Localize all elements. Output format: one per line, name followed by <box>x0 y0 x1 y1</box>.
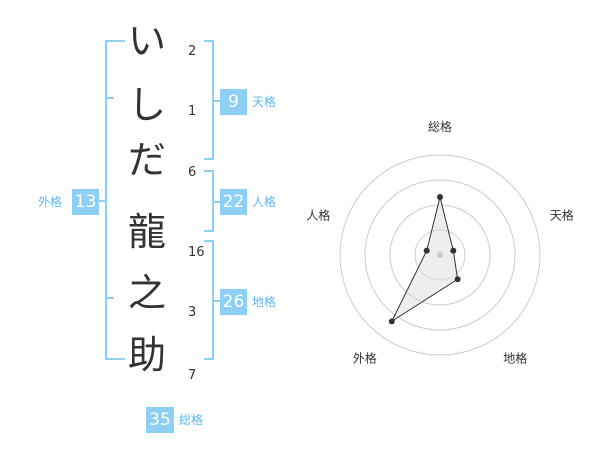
radar-point <box>423 247 430 254</box>
soukaku-badge: 35 <box>146 407 174 433</box>
jinkaku-badge: 22 <box>220 189 247 215</box>
chikaku-badge: 26 <box>220 289 247 315</box>
chikaku-label: 地格 <box>252 295 277 309</box>
tenkaku-label: 天格 <box>252 95 277 109</box>
name-char: し <box>127 83 166 127</box>
soukaku-label: 総格 <box>179 413 204 427</box>
radar-chart: 総格 天格 地格 外格 人格 <box>306 119 574 366</box>
stroke-count: 7 <box>188 368 197 383</box>
stroke-count: 1 <box>188 104 197 119</box>
radar-point <box>454 276 461 283</box>
bracket-tick <box>213 100 221 102</box>
name-char: だ <box>127 138 166 182</box>
radar-center <box>437 252 443 258</box>
radar-points <box>388 194 461 325</box>
radar-axis-label: 天格 <box>550 207 574 222</box>
bracket-tick <box>213 201 221 203</box>
name-char: い <box>127 19 166 63</box>
stroke-count: 6 <box>188 165 197 180</box>
radar-ring <box>339 154 541 356</box>
bracket-tick <box>213 300 221 302</box>
bracket-tick <box>105 297 114 299</box>
bracket-tick <box>105 97 114 99</box>
radar-axis-label: 総格 <box>428 119 452 134</box>
tenkaku-badge: 9 <box>220 89 247 115</box>
name-char: 龍 <box>127 210 166 254</box>
name-char: 之 <box>127 271 166 315</box>
jinkaku-label: 人格 <box>252 195 277 209</box>
gaikaku-badge: 13 <box>72 189 99 215</box>
radar-point <box>437 194 443 200</box>
radar-axis-label: 地格 <box>503 351 527 366</box>
radar-axis-label: 人格 <box>306 207 330 222</box>
bracket-tick <box>97 200 106 202</box>
gaikaku-bracket <box>105 40 125 360</box>
stroke-count: 3 <box>188 305 197 320</box>
radar-point <box>450 247 457 254</box>
stroke-count: 2 <box>188 44 197 59</box>
stroke-count: 16 <box>188 245 205 260</box>
gaikaku-label: 外格 <box>38 195 63 209</box>
radar-axis-label: 外格 <box>353 351 377 366</box>
radar-area <box>390 196 459 323</box>
radar-ring <box>364 179 516 331</box>
name-char: 助 <box>127 333 166 377</box>
radar-point <box>388 318 395 325</box>
